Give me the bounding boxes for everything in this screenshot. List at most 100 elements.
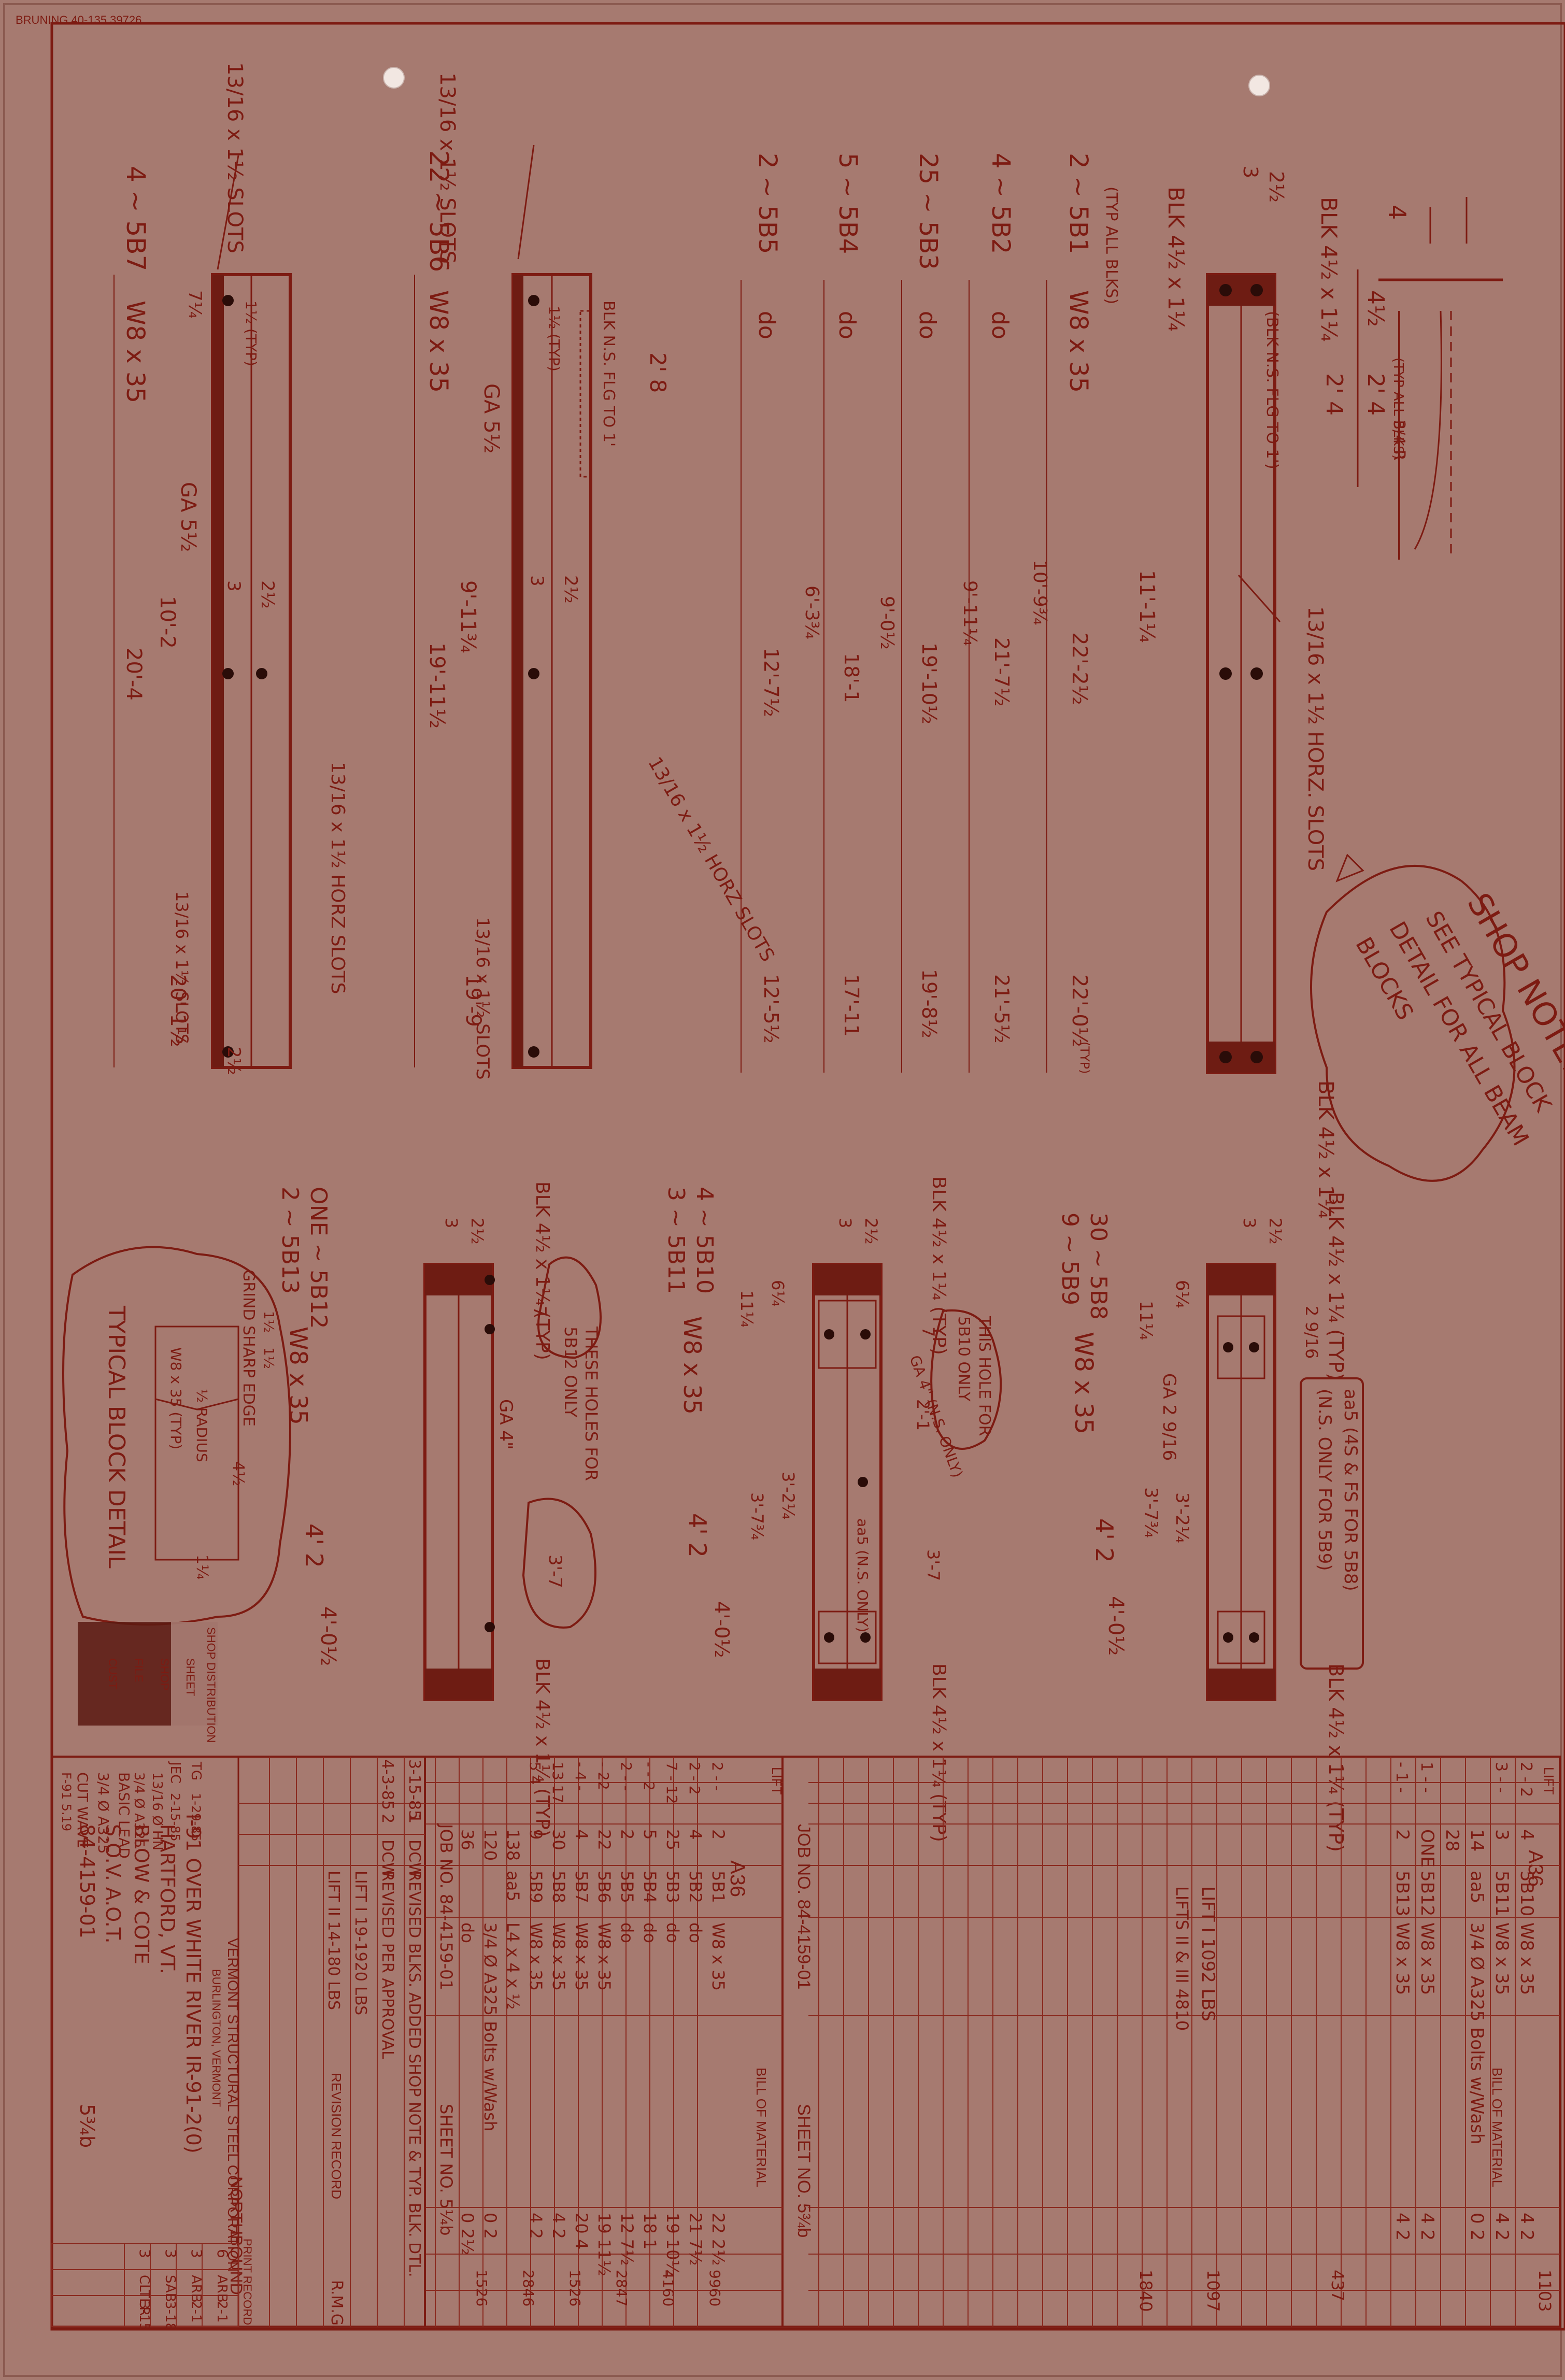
bom-row-length: 19 10½ (663, 2213, 682, 2276)
beam-length: 4' 2 (684, 1513, 712, 1558)
dim: 3 (1240, 1218, 1259, 1228)
dim: 9'-11¾ (456, 580, 480, 653)
beam-size: W8 x 35 (424, 290, 453, 393)
angle-detail: 4 4½ 2' 4 2' 4 3/4 R (TYP ALL BLKS) (1321, 197, 1503, 560)
blk-note: BLK N.S. FLG TO 1' (600, 301, 618, 447)
beam-mark: 2 ~ 5B13 (277, 1187, 303, 1294)
detail-note: (TYP ALL BLKS) (1390, 358, 1406, 460)
checked-date: 2-15-85 (168, 1793, 182, 1842)
detail-label: 1¼ (193, 1555, 211, 1579)
print-record-date: 3-15 (136, 2301, 152, 2331)
detail-dim: 4½ (1362, 290, 1389, 327)
stamp-cell: SHEET (184, 1658, 197, 1696)
gauge: GA 5½ (176, 482, 200, 552)
print-record-date: 2-1 (214, 2301, 230, 2322)
job-code: R.M.G. (328, 2280, 346, 2331)
bom-row-lift: - 1 - (1392, 1762, 1411, 1793)
bom-job-no: JOB NO. 84-4159-01 (794, 1824, 814, 1989)
beam-mark: 4 ~ 5B7 (121, 166, 151, 271)
row-dim: 9'-0½ (876, 596, 898, 650)
bom-row-mark: aa5 (1467, 1871, 1487, 1903)
block-label: BLK 4½ x 1¼ (TYP) (928, 1663, 949, 1842)
beam-mark: 22 ~ 5B6 (424, 150, 454, 272)
bom-row-mark: 5B11 (1491, 1871, 1512, 1916)
dim: 3 (835, 1218, 855, 1228)
row-dim: 21'-5½ (990, 974, 1013, 1044)
lift-note: LIFT I 1092 LBS (1198, 1886, 1218, 2021)
stamp-cell: CUST (106, 1658, 119, 1689)
dim: 7¼ (184, 290, 205, 319)
detail-label: 4½ (229, 1461, 247, 1486)
detail-label: GRIND SHARP EDGE (239, 1270, 258, 1427)
beam-size: do (987, 311, 1013, 339)
dim: 3'-7 (545, 1555, 565, 1588)
dim: 10'-2 (155, 596, 179, 649)
punch-hole (383, 67, 405, 89)
beam-size: W8 x 35 (678, 1316, 706, 1415)
bom-sheet-no: SHEET NO. 5¼b (436, 2104, 456, 2235)
bom-row-mark: 5B7 (572, 1871, 591, 1903)
dim: 3'-7¾ (747, 1492, 767, 1540)
title-note: 13/16 Ø HN (149, 1772, 165, 1850)
company-city: BURLINGTON, VERMONT (210, 1969, 223, 2107)
upper-beam-group: BLK 4½ x 1¼ BLK 4½ x 1¼ 3 2½ (TYP ALL BL… (741, 153, 1342, 1218)
row-dim: 19'-8½ (918, 969, 941, 1038)
margin-note: F-91 5.19 (59, 1772, 74, 1831)
bom-row-pieces: 28 (1442, 1829, 1462, 1851)
slot-note: 13/16 x 1½ SLOTS (172, 891, 192, 1044)
dim: 2½ (861, 1218, 881, 1244)
slot-note: 13/16 x 1½ HORZ. SLOTS (1303, 606, 1327, 871)
detail-label: 1½ (261, 1347, 276, 1369)
bom-row-lift: 3 - - (1492, 1762, 1510, 1793)
bom-row-lift: 1 - - (1417, 1762, 1435, 1793)
job-number: 84-4159-01 (76, 1824, 98, 1939)
lead-dim: 2½ (1265, 171, 1288, 203)
dim: 4'-0½ (316, 1606, 340, 1666)
bom-header: BILL OF MATERIAL (753, 2068, 769, 2187)
print-record-count: 3 (188, 2249, 205, 2258)
slot-note: 13/16 x 1½ SLOTS (472, 917, 493, 1080)
bom-total: 437 (1328, 2270, 1347, 2301)
detail-dim: 3/4 R (1390, 420, 1408, 461)
bom-row-lift: 2 - 2 (1517, 1762, 1535, 1797)
dim: 3'-2¼ (1172, 1492, 1192, 1543)
bom-row-pieces: 25 (663, 1829, 682, 1850)
dim: 4'-0½ (710, 1601, 733, 1658)
bom-row-length: 4 2 (1491, 2213, 1512, 2241)
print-record-count: 3 (162, 2249, 179, 2258)
print-record-date: 2-1 (188, 2301, 204, 2322)
dim: 20'-4 (122, 648, 146, 701)
bom-row-length: 4 2 (549, 2213, 568, 2239)
row-dim: 12'-7½ (760, 648, 782, 717)
dim: 3'-7¾ (1141, 1487, 1161, 1538)
bom-row-description: W8 x 35 (1392, 1922, 1413, 1995)
bom-row-pieces: 2 (1392, 1829, 1413, 1841)
typical-block-detail: TYPICAL BLOCK DETAIL GRIND SHARP EDGE W8… (62, 1246, 291, 1626)
bom-row-lift: - 22 (595, 1762, 612, 1790)
beam-mark: 30 ~ 5B8 (1085, 1213, 1112, 1320)
drawing-border (50, 22, 1565, 2331)
row-dim: 6'-3¾ (801, 586, 822, 639)
detail-dim: 2' 4 (1362, 373, 1389, 416)
beam-mark: 4 ~ 5B2 (986, 153, 1015, 254)
margin-note: 3/4 Ø A325 (95, 1772, 112, 1854)
dim: 2 9/16 (1302, 1306, 1321, 1359)
bom-row-description: W8 x 35 (549, 1922, 568, 1991)
beam-size: W8 x 35 (1064, 290, 1093, 393)
revision-date: 3-15-85 (405, 1759, 423, 1820)
bom-row-length: 19 11½ (594, 2213, 614, 2276)
beam-size: do (753, 311, 780, 339)
row-dim: 22'-0½ (1068, 974, 1091, 1047)
beam-size: do (914, 311, 941, 339)
slot-note: 13/16 x 1½ HORZ SLOTS (327, 762, 348, 994)
detail-title: TYPICAL BLOCK DETAIL (103, 1305, 130, 1569)
revision-description: REVISED BLKS. ADDED SHOP NOTE & TYP. BLK… (405, 1871, 423, 2277)
beam-length: 4' 2 (300, 1523, 328, 1568)
drawn-by: TG (188, 1761, 204, 1780)
bom-row-description: do (617, 1922, 637, 1943)
bom-row-mark: 5B8 (549, 1871, 568, 1903)
bom-row-description: W8 x 35 (1417, 1922, 1438, 1995)
dim: 4'-0½ (1104, 1596, 1128, 1656)
beam-size: W8 x 35 (121, 301, 150, 403)
